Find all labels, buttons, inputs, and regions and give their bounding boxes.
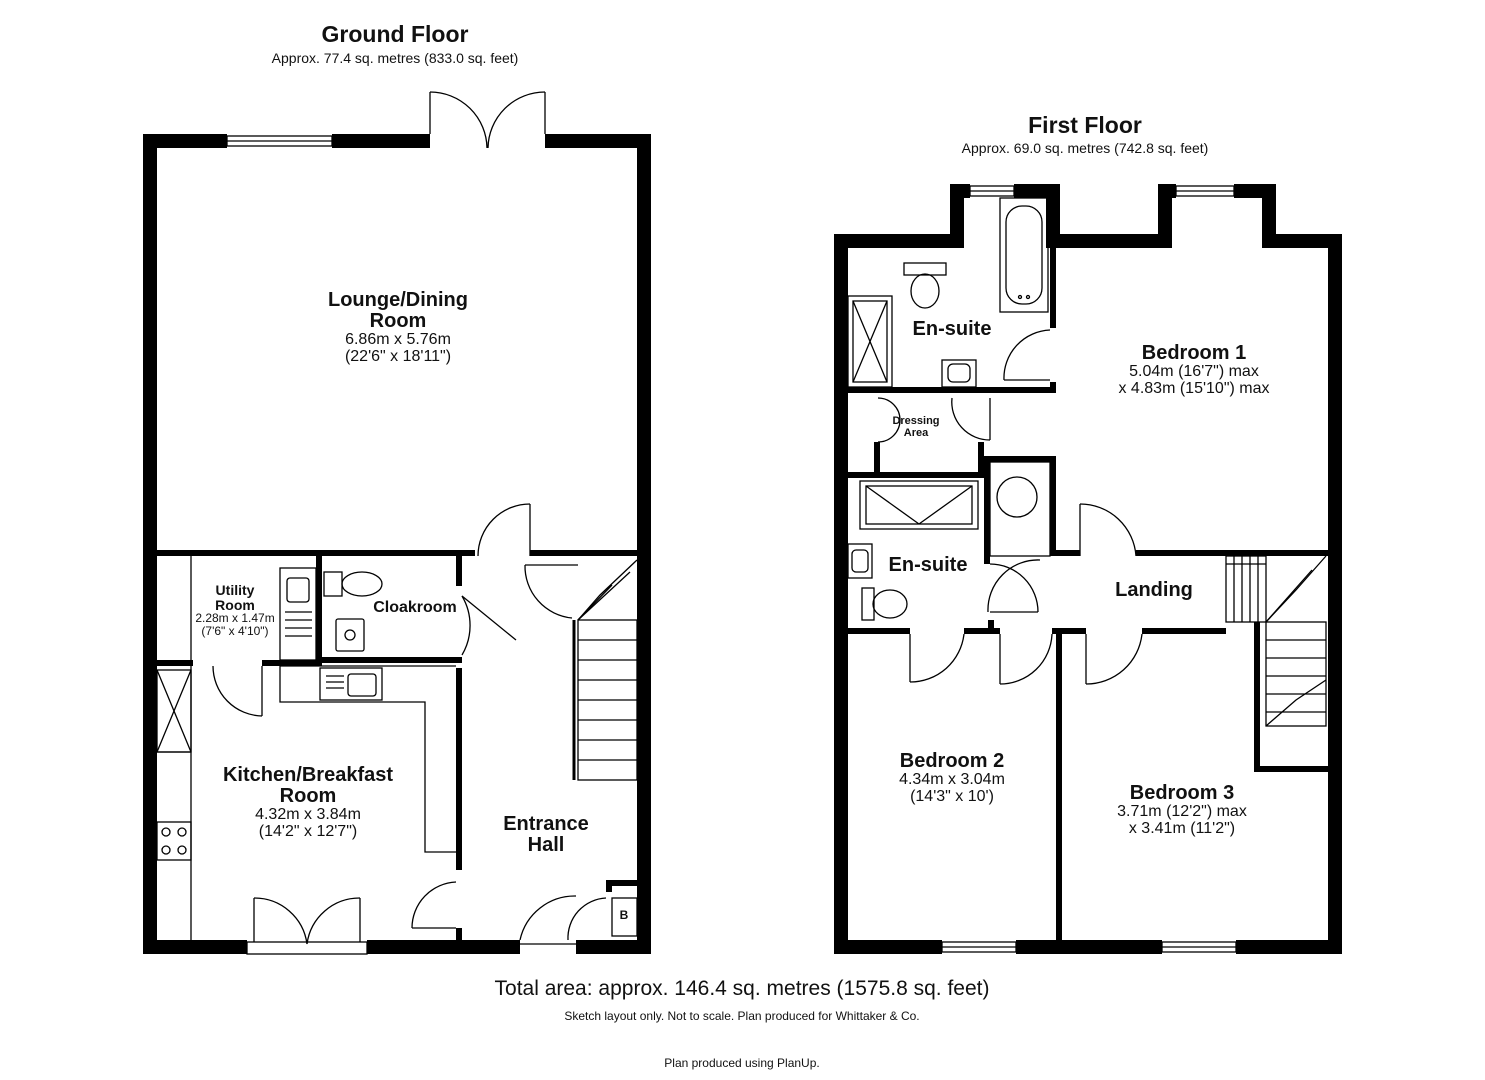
lounge-dim: 6.86m x 5.76m [345, 331, 451, 348]
bedroom-1-name: Bedroom 1 [1141, 342, 1247, 364]
kitchen-dim-imperial: (14'2" x 12'7") [258, 822, 358, 840]
first-floor-area: Approx. 69.0 sq. metres (742.8 sq. feet) [961, 140, 1209, 156]
hall-inner-door [524, 564, 578, 619]
first-floor-title: First Floor [1028, 112, 1142, 138]
bedroom-3-label: Bedroom 3 3.71m (12'2") max x 3.41m (11'… [1072, 783, 1292, 838]
dressing-name-2: Area [903, 426, 929, 439]
kitchen-french-doors [246, 897, 368, 955]
utility-dim-imperial: (7'6" x 4'10") [201, 623, 269, 638]
bedroom-1-dim: 5.04m (16'7") max [1129, 363, 1259, 380]
landing-cupboard-door [989, 563, 1039, 613]
lounge-label: Lounge/Dining Room 6.86m x 5.76m (22'6" … [248, 290, 548, 366]
lounge-name: Lounge/Dining [328, 289, 468, 311]
lounge-door [477, 503, 531, 557]
utility-label: Utility Room 2.28m x 1.47m (7'6" x 4'10"… [180, 583, 290, 638]
ground-outer-walls [143, 134, 651, 954]
bedroom-2-doors [909, 633, 1053, 685]
first-floor-plan [834, 184, 1342, 954]
total-area: Total area: approx. 146.4 sq. metres (15… [494, 977, 990, 1000]
ground-floor-plan [143, 91, 651, 955]
bedroom-1-door [1079, 503, 1137, 557]
cloakroom-door [461, 595, 517, 656]
boiler-label: B [619, 908, 629, 922]
kitchen-name-2: Room [279, 785, 337, 807]
bedroom-2-name: Bedroom 2 [899, 750, 1005, 772]
first-staircase [1225, 555, 1327, 727]
cloakroom-fixtures [323, 571, 383, 652]
utility-name-2: Room [215, 596, 255, 613]
ensuite-1-door [1003, 329, 1051, 381]
utility-worktop [190, 556, 317, 661]
bedroom-3-name: Bedroom 3 [1129, 782, 1235, 804]
ensuite-2-name: En-suite [888, 554, 968, 576]
utility-dim: 2.28m x 1.47m [195, 611, 275, 626]
bedroom-2-dim-imperial: (14'3" x 10') [910, 787, 994, 805]
cloakroom-name: Cloakroom [373, 599, 457, 616]
kitchen-dim: 4.32m x 3.84m [255, 806, 361, 823]
first-interior-walls [834, 248, 1342, 940]
bedroom-1-dim-2: x 4.83m (15'10") max [1118, 379, 1270, 397]
bedroom-1-label: Bedroom 1 5.04m (16'7") max x 4.83m (15'… [1084, 343, 1304, 398]
landing-name: Landing [1115, 579, 1193, 601]
ensuite-1-fixtures [847, 197, 1049, 388]
boiler-cupboard-door [567, 897, 638, 941]
kitchen-label: Kitchen/Breakfast Room 4.32m x 3.84m (14… [188, 765, 428, 841]
ensuite-2-door [987, 559, 1041, 613]
dressing-label: Dressing Area [886, 415, 946, 439]
kitchen-door [411, 881, 457, 929]
ground-floor-area: Approx. 77.4 sq. metres (833.0 sq. feet) [271, 50, 519, 66]
disclaimer-note: Sketch layout only. Not to scale. Plan p… [564, 1009, 920, 1023]
bedroom-3-dim-2: x 3.41m (11'2") [1128, 819, 1236, 837]
entrance-name: Entrance [503, 813, 589, 835]
first-windows [941, 185, 1237, 953]
bedroom-3-door [1085, 633, 1143, 685]
bedroom-2-label: Bedroom 2 4.34m x 3.04m (14'3" x 10') [852, 751, 1052, 806]
kitchen-units [156, 665, 456, 940]
lounge-dim-imperial: (22'6" x 18'11") [344, 347, 452, 365]
ground-interior-walls [143, 550, 651, 940]
ground-window-top [226, 135, 333, 147]
bedroom-2-dim: 4.34m x 3.04m [899, 771, 1005, 788]
ground-french-doors-top [429, 91, 546, 149]
utility-name: Utility [215, 582, 255, 598]
lounge-name-2: Room [369, 310, 427, 332]
bedroom-3-dim: 3.71m (12'2") max [1117, 803, 1247, 820]
plan-credit: Plan produced using PlanUp. [664, 1056, 820, 1070]
ground-floor-title: Ground Floor [321, 21, 469, 47]
entrance-label: Entrance Hall [476, 814, 616, 856]
dressing-name: Dressing [892, 415, 940, 427]
ground-staircase [572, 559, 638, 781]
utility-door [212, 665, 263, 717]
front-door [519, 895, 577, 945]
dressing-doors [877, 397, 991, 443]
ensuite-2-fixtures [847, 461, 1051, 621]
entrance-name-2: Hall [527, 834, 565, 856]
first-outer-walls [834, 184, 1342, 954]
ensuite-1-name: En-suite [912, 318, 992, 340]
kitchen-name: Kitchen/Breakfast [222, 764, 394, 786]
